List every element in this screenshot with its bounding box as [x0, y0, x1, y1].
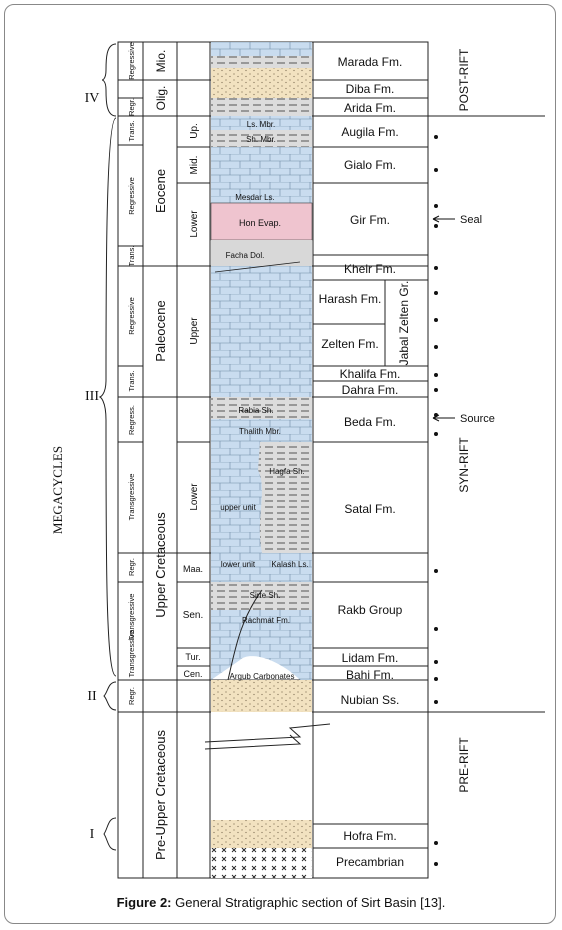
formation-label: Lidam Fm.	[342, 651, 399, 665]
age-label: Upper	[189, 317, 200, 345]
formation-label: Beda Fm.	[344, 415, 396, 429]
megacycle-i: I	[90, 827, 95, 842]
formation-label: Hofra Fm.	[343, 829, 396, 843]
formation-label: Nubian Ss.	[341, 693, 400, 707]
megacycle-ii: II	[87, 689, 97, 704]
caption-label: Figure 2:	[116, 895, 172, 910]
cycle-label: Transgressive	[127, 631, 136, 678]
lithology-label: lower unit	[221, 560, 256, 569]
megacycle-brace-ii	[103, 681, 117, 711]
lithology-label: Rabia Sh.	[238, 406, 273, 415]
megacycle-iii: III	[85, 389, 99, 404]
lithology-label: Argub Carbonates	[230, 672, 295, 681]
lithology-label: Thalith Mbr.	[239, 427, 281, 436]
formation-label: Gir Fm.	[350, 213, 390, 227]
formation-label: Jabal Zelten Gr.	[397, 281, 411, 366]
cycle-label: Trans.	[127, 121, 136, 142]
megacycles-label: MEGACYCLES	[50, 446, 65, 534]
epoch-label: Pre-Upper Cretaceous	[153, 729, 168, 860]
lithology-label: Facha Dol.	[226, 251, 265, 260]
cycle-label: Regr.	[127, 98, 136, 116]
formation-label: Rakb Group	[338, 603, 403, 617]
formation-label: Marada Fm.	[338, 55, 403, 69]
formation-label: Harash Fm.	[319, 292, 382, 306]
age-label: Cen.	[183, 669, 202, 679]
epoch-label: Mio.	[154, 50, 168, 73]
formation-label: Satal Fm.	[344, 502, 395, 516]
formation-label: Gialo Fm.	[344, 158, 396, 172]
lithology-label: Rachmat Fm.	[242, 616, 290, 625]
cycle-label: Regr.	[127, 558, 136, 576]
figure-caption: Figure 2: General Stratigraphic section …	[0, 895, 562, 910]
cycle-label: Regressive	[127, 297, 136, 335]
epoch-label: Paleocene	[153, 300, 168, 361]
formation-label: Dahra Fm.	[342, 383, 399, 397]
cycle-label: Regr.	[127, 687, 136, 705]
column-grid	[117, 41, 545, 879]
megacycle-brace-iv	[101, 43, 117, 117]
source-annotation: Source	[432, 413, 495, 425]
age-label: Up.	[189, 123, 200, 139]
cycle-label: Transgressive	[127, 594, 136, 641]
formation-label: Khalifa Fm.	[340, 367, 401, 381]
caption-text: General Stratigraphic section of Sirt Ba…	[171, 895, 446, 910]
cycle-label: Regress.	[127, 405, 136, 435]
phase-label: SYN-RIFT	[457, 437, 471, 493]
lithology-label: Sh. Mbr.	[246, 135, 276, 144]
age-label: Mid.	[189, 156, 200, 175]
formation-label: Kheir Fm.	[344, 262, 396, 276]
formation-label: Bahi Fm.	[346, 668, 394, 682]
lithology-label: Mesdar Ls.	[235, 193, 275, 202]
cycle-label: Transgressive	[127, 474, 136, 521]
age-label: Lower	[189, 483, 200, 511]
epoch-label: Olig.	[154, 86, 168, 111]
megacycle-iv: IV	[85, 91, 100, 106]
cycle-label: Trans.	[127, 246, 136, 267]
lithology-label: Hon Evap.	[239, 218, 281, 228]
epoch-label: Upper Cretaceous	[153, 512, 168, 618]
epoch-label: Eocene	[153, 169, 168, 213]
formation-label: Diba Fm.	[346, 82, 395, 96]
formation-label: Augila Fm.	[341, 125, 398, 139]
phase-label: PRE-RIFT	[457, 737, 471, 793]
cycle-label: Regressive	[127, 42, 136, 80]
lithology-column	[204, 42, 331, 878]
seal-label: Seal	[460, 214, 482, 226]
source-label: Source	[460, 413, 495, 425]
figure-frame	[4, 4, 556, 924]
age-label: Sen.	[183, 610, 204, 621]
lithology-label: Kalash Ls.	[271, 560, 308, 569]
occurrence-dots	[434, 135, 438, 866]
formation-label: Arida Fm.	[344, 101, 396, 115]
cycle-label: Regressive	[127, 177, 136, 215]
lithology-label: Ls. Mbr.	[247, 120, 275, 129]
lithology-label: upper unit	[220, 503, 256, 512]
seal-annotation: Seal	[432, 214, 482, 226]
megacycle-brace-iii	[98, 117, 117, 677]
age-label: Lower	[189, 210, 200, 238]
lithology-label: Hagfa Sh.	[269, 467, 305, 476]
cycle-label: Trans.	[127, 371, 136, 392]
megacycle-brace-i	[103, 817, 117, 851]
lithology-label: Sirte Sh.	[250, 591, 281, 600]
age-label: Maa.	[183, 564, 203, 574]
age-label: Tur.	[185, 652, 200, 662]
formation-label: Zelten Fm.	[321, 337, 378, 351]
formation-label: Precambrian	[336, 855, 404, 869]
phase-label: POST-RIFT	[457, 48, 471, 111]
